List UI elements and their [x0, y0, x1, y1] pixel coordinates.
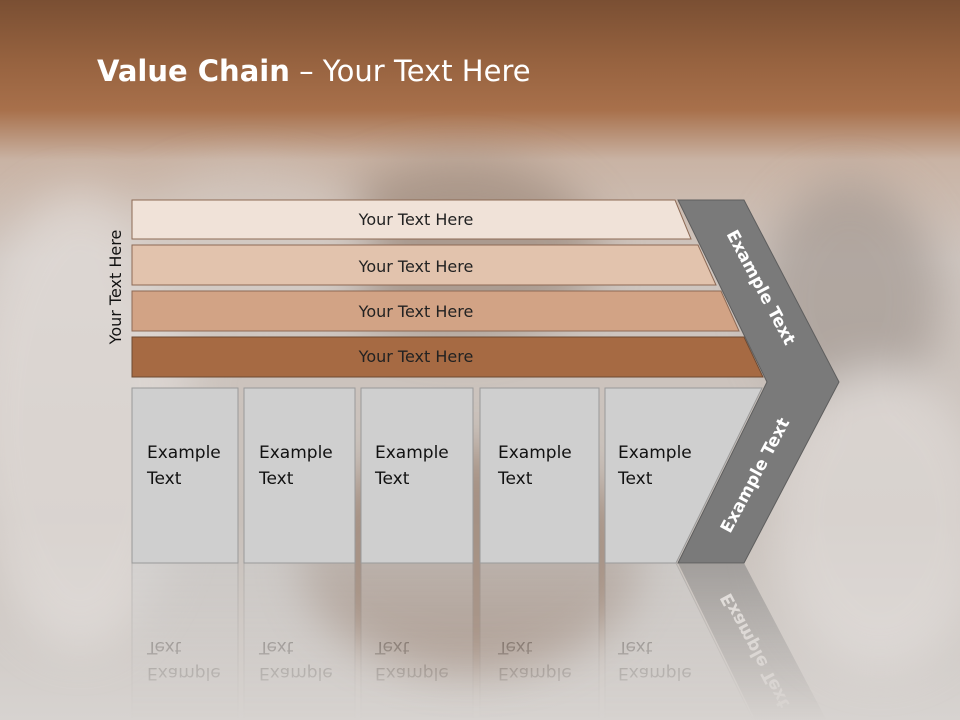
reflection-chevron	[678, 563, 827, 720]
activity-box-2-line2: Text	[258, 469, 294, 489]
reflection-box-1-line2: Text	[146, 637, 182, 657]
activity-box-1-line1: Example	[147, 443, 221, 463]
activity-box-4: Example Text	[479, 387, 600, 564]
activity-box-3-line2: Text	[374, 469, 410, 489]
activity-box-3: Example Text	[360, 387, 474, 564]
activity-box-1: Example Text	[131, 387, 239, 564]
reflection-box-5-line1: Example	[618, 663, 692, 683]
activity-box-4-line2: Text	[497, 469, 533, 489]
activity-box-5-line1: Example	[618, 443, 692, 463]
activity-box-5-line2: Text	[617, 469, 653, 489]
reflection-box-2	[243, 562, 356, 720]
reflection-box-2-line1: Example	[259, 663, 333, 683]
reflection-box-3-line2: Text	[374, 637, 410, 657]
reflection: Example Text Example Text Example Text E…	[131, 562, 827, 720]
support-bar-4: Your Text Here	[131, 336, 764, 378]
activity-box-4-shape	[479, 387, 600, 564]
activity-box-3-line1: Example	[375, 443, 449, 463]
support-bar-3: Your Text Here	[131, 290, 740, 332]
support-bar-1-label: Your Text Here	[358, 210, 474, 229]
support-bar-4-shape	[131, 336, 764, 378]
support-bar-3-shape	[131, 290, 740, 332]
support-bar-3-label: Your Text Here	[358, 302, 474, 321]
reflection-box-2-line2: Text	[258, 637, 294, 657]
activity-box-5: Example Text	[604, 387, 763, 564]
support-bar-1: Your Text Here	[131, 199, 692, 240]
support-bars: Your Text Here Your Text Here Your Text …	[131, 199, 764, 378]
title-rest: – Your Text Here	[289, 54, 531, 88]
reflection-box-1	[131, 562, 239, 720]
reflection-box-4-line2: Text	[497, 637, 533, 657]
reflection-box-1-line1: Example	[147, 663, 221, 683]
reflection-box-4-line1: Example	[498, 663, 572, 683]
reflection-box-4	[479, 562, 600, 720]
reflection-box-3-line1: Example	[375, 663, 449, 683]
reflection-box-5-line2: Text	[617, 637, 653, 657]
support-bar-2-label: Your Text Here	[358, 257, 474, 276]
support-bar-2: Your Text Here	[131, 244, 717, 286]
support-bar-4-label: Your Text Here	[358, 347, 474, 366]
reflection-box-3	[360, 562, 474, 720]
activity-box-2-shape	[243, 387, 356, 564]
activity-box-4-line1: Example	[498, 443, 572, 463]
support-bar-1-shape	[131, 199, 692, 240]
activity-box-1-shape	[131, 387, 239, 564]
title-bold: Value Chain	[97, 54, 290, 88]
primary-activities: Example Text Example Text Example Text E…	[131, 387, 763, 564]
reflection-box-5	[604, 562, 754, 720]
activity-box-2-line1: Example	[259, 443, 333, 463]
support-bar-2-shape	[131, 244, 717, 286]
activity-box-2: Example Text	[243, 387, 356, 564]
slide-title: Value Chain – Your Text Here	[97, 54, 531, 88]
activity-box-1-line2: Text	[146, 469, 182, 489]
activity-box-3-shape	[360, 387, 474, 564]
